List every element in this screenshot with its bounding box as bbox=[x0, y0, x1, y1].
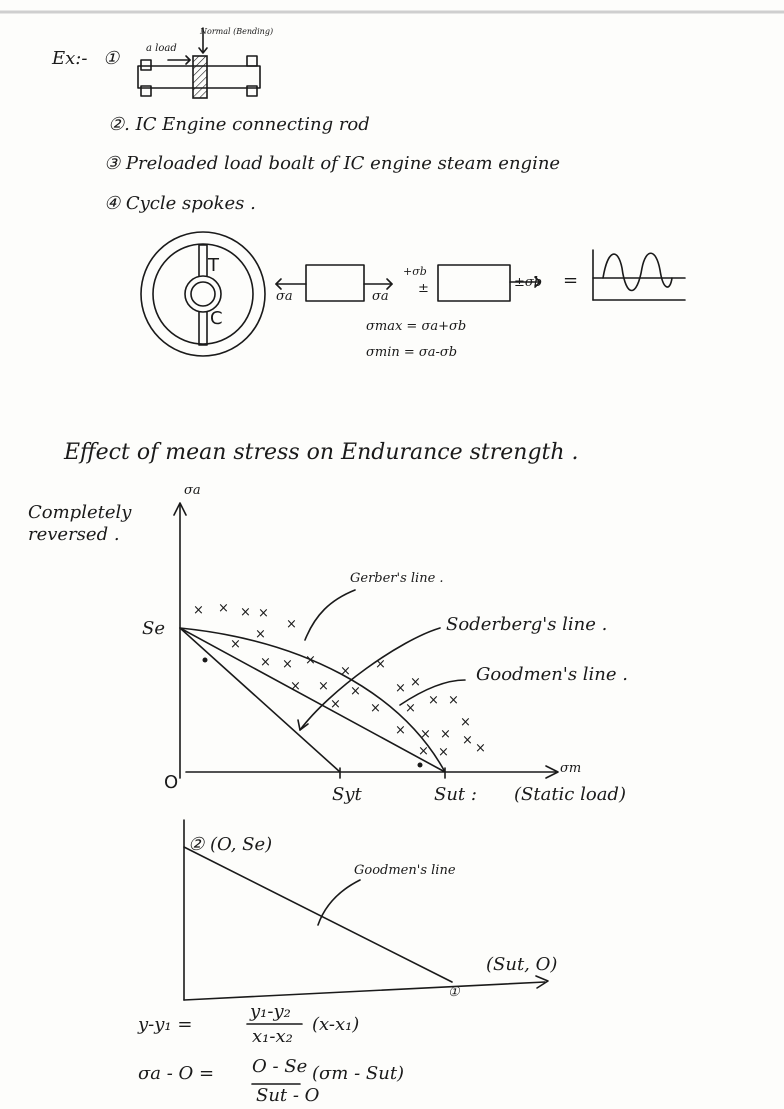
gerber-label: Gerber's line . bbox=[350, 571, 444, 586]
svg-text:×: × bbox=[340, 664, 351, 679]
normal-label: Normal (Bending) bbox=[200, 27, 274, 36]
svg-text:×: × bbox=[330, 697, 341, 712]
formula1-rhs: (x-x₁) bbox=[312, 1014, 360, 1035]
syt-label: Syt bbox=[332, 784, 362, 805]
svg-text:×: × bbox=[240, 605, 251, 620]
svg-text:×: × bbox=[318, 679, 329, 694]
point2-coord: (O, Se) bbox=[210, 834, 273, 855]
goodman-label: Goodmen's line . bbox=[476, 664, 628, 685]
svg-text:×: × bbox=[305, 653, 316, 668]
chart1-y-label: Completely reversed . bbox=[28, 502, 132, 545]
wheel-sketch bbox=[140, 231, 266, 357]
svg-text:×: × bbox=[258, 606, 269, 621]
shaft-sketch bbox=[137, 27, 261, 99]
sigma-max-eq: σmax = σa+σb bbox=[366, 319, 467, 334]
chart1-y-axis-label: σa bbox=[184, 483, 201, 498]
svg-text:×: × bbox=[395, 681, 406, 696]
point2-number: ② bbox=[188, 834, 205, 855]
svg-text:×: × bbox=[260, 655, 271, 670]
sigma-a-right: σa bbox=[372, 289, 389, 304]
svg-text:×: × bbox=[475, 741, 486, 756]
svg-text:×: × bbox=[193, 603, 204, 618]
formula1-num: y₁-y₂ bbox=[250, 1001, 291, 1022]
svg-text:×: × bbox=[370, 701, 381, 716]
static-load-label: (Static load) bbox=[514, 784, 626, 805]
load-label: a load bbox=[146, 43, 177, 54]
sigma-min-eq: σmin = σa-σb bbox=[366, 345, 458, 360]
formula2-rhs: (σm - Sut) bbox=[312, 1063, 405, 1084]
soderberg-label: Soderberg's line . bbox=[446, 614, 608, 635]
sigma-pm: ± bbox=[418, 281, 429, 296]
formula1-lhs: y-y₁ = bbox=[138, 1014, 193, 1035]
sigma-b-right: ±σb bbox=[514, 275, 543, 290]
svg-text:×: × bbox=[286, 617, 297, 632]
svg-text:×: × bbox=[405, 701, 416, 716]
ex-label: Ex:- bbox=[52, 48, 88, 69]
svg-text:×: × bbox=[350, 684, 361, 699]
item1-number: ① bbox=[103, 48, 120, 69]
compression-label: C bbox=[210, 308, 223, 329]
svg-text:×: × bbox=[418, 744, 429, 759]
svg-text:×: × bbox=[395, 723, 406, 738]
example-2: ②. IC Engine connecting rod bbox=[108, 114, 370, 135]
example-4: ④ Cycle spokes . bbox=[104, 193, 256, 214]
chart2-axes bbox=[183, 819, 549, 1001]
equals-sign: = bbox=[563, 270, 579, 291]
svg-text:×: × bbox=[255, 627, 266, 642]
chart1-x-axis-label: σm bbox=[560, 761, 582, 776]
chart2-goodman-label: Goodmen's line bbox=[354, 863, 456, 878]
svg-text:×: × bbox=[375, 657, 386, 672]
sigma-a-left: σa bbox=[276, 289, 293, 304]
formula2-lhs: σa - O = bbox=[138, 1063, 215, 1084]
chart1-scatter: ××× ××× ××× ××× ××× ××× ××× ××× ××× ××× bbox=[193, 601, 486, 760]
svg-text:×: × bbox=[230, 637, 241, 652]
point1-coord: (Sut, O) bbox=[486, 954, 558, 975]
svg-text:×: × bbox=[448, 693, 459, 708]
origin-label: O bbox=[164, 772, 179, 793]
gerber-line bbox=[179, 627, 446, 773]
point1-number: ① bbox=[448, 985, 460, 1000]
sut-label: Sut : bbox=[434, 784, 477, 805]
goodman-line-2 bbox=[183, 846, 453, 983]
chart1-axes bbox=[173, 502, 559, 779]
svg-text:×: × bbox=[440, 727, 451, 742]
soderberg-line bbox=[179, 627, 341, 773]
tension-label: T bbox=[208, 255, 219, 276]
example-3: ③ Preloaded load boalt of IC engine stea… bbox=[104, 153, 561, 174]
svg-text:×: × bbox=[462, 733, 473, 748]
svg-text:×: × bbox=[438, 745, 449, 760]
formula1-den: x₁-x₂ bbox=[252, 1026, 293, 1047]
svg-text:×: × bbox=[290, 679, 301, 694]
goodman-line bbox=[179, 627, 446, 773]
se-label: Se bbox=[142, 618, 165, 639]
formula2-den: Sut - O bbox=[256, 1085, 320, 1106]
stress-blocks bbox=[275, 249, 686, 302]
svg-text:×: × bbox=[410, 675, 421, 690]
formula2-num: O - Se bbox=[252, 1056, 308, 1077]
svg-text:×: × bbox=[218, 601, 229, 616]
svg-text:×: × bbox=[420, 727, 431, 742]
sigma-b-top: +σb bbox=[403, 265, 427, 278]
svg-text:×: × bbox=[282, 657, 293, 672]
svg-text:×: × bbox=[428, 693, 439, 708]
section-title: Effect of mean stress on Endurance stren… bbox=[64, 440, 579, 465]
svg-text:×: × bbox=[460, 715, 471, 730]
